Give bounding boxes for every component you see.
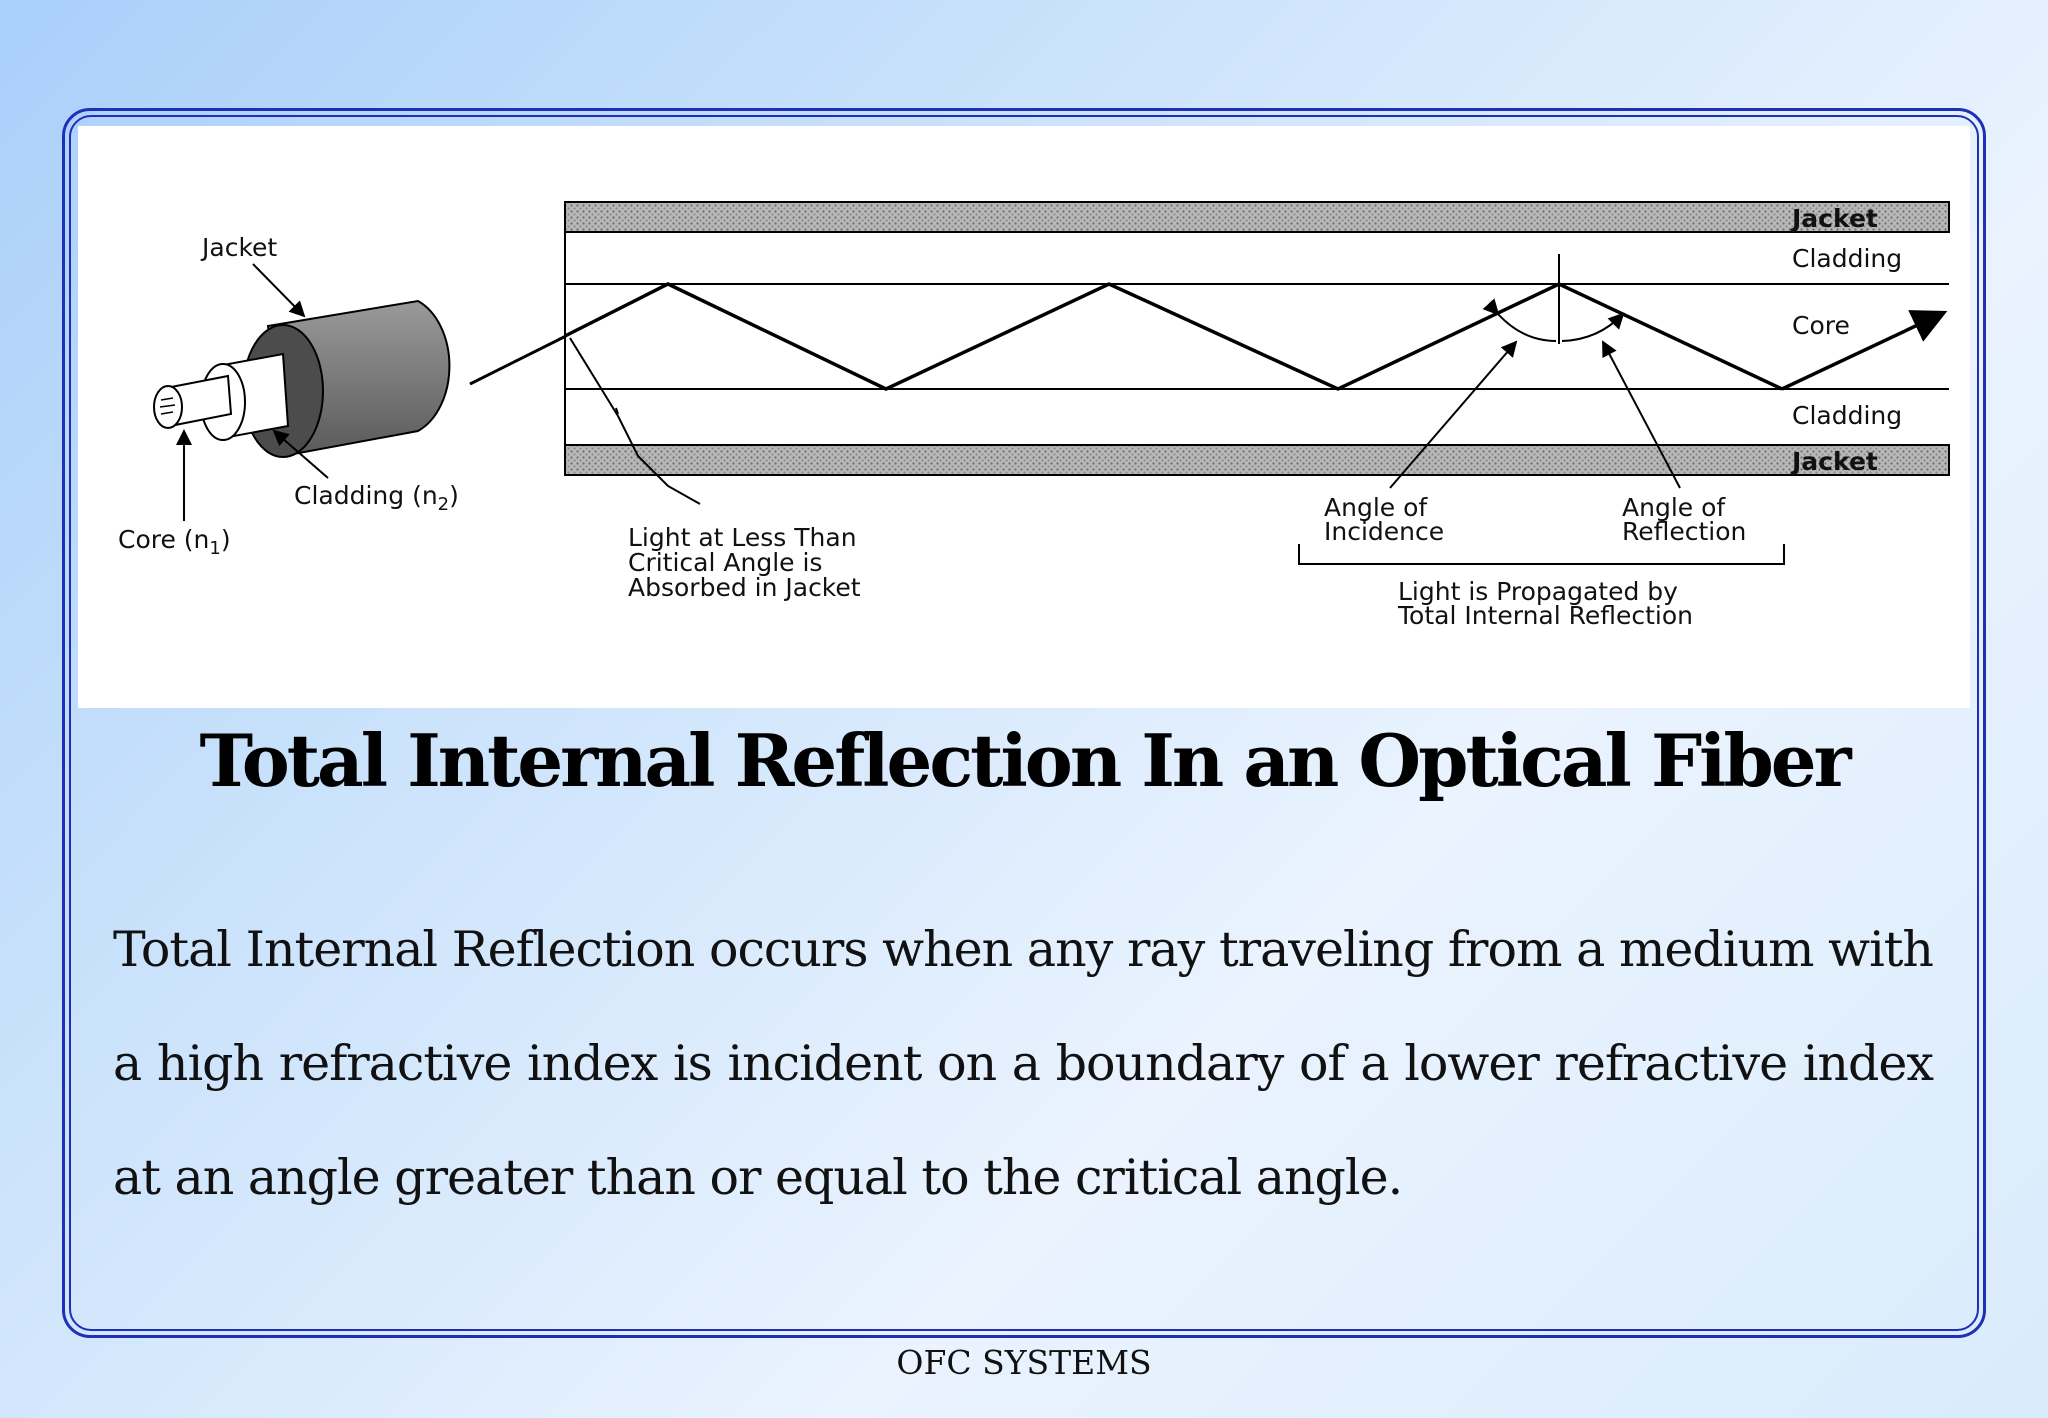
label-core-left: Core (n1) [118, 525, 231, 559]
label-propagated-2: Total Internal Reflection [1397, 601, 1693, 630]
label-angle-reflection-2: Reflection [1622, 517, 1746, 546]
jacket-bottom-band [564, 444, 1950, 476]
label-cladding-left: Cladding (n2) [294, 481, 459, 515]
footer-text: OFC SYSTEMS [896, 1343, 1152, 1382]
slide-frame-inner [69, 115, 1979, 1331]
label-jacket-left: Jacket [200, 233, 277, 262]
label-core-right: Core [1792, 311, 1850, 340]
label-cladding-top-right: Cladding [1792, 244, 1902, 273]
label-cladding-bottom-right: Cladding [1792, 401, 1902, 430]
label-light-absorbed-2: Critical Angle is [628, 548, 822, 577]
label-propagated-1: Light is Propagated by [1398, 577, 1678, 606]
slide-frame [62, 108, 1986, 1338]
label-angle-reflection-1: Angle of [1622, 493, 1726, 522]
body-paragraph: Total Internal Reflection occurs when an… [113, 921, 1934, 1206]
arc-incidence [1482, 298, 1557, 342]
fiber-diagram-svg: Jacket Core (n1) Cladding (n2) [118, 201, 1950, 630]
label-light-absorbed-1: Light at Less Than [628, 523, 857, 552]
fiber-cable-illustration [153, 299, 567, 458]
slide-title: Total Internal Reflection In an Optical … [199, 718, 1851, 803]
label-jacket-bottom-right: Jacket [1790, 447, 1878, 476]
light-ray-path [564, 282, 1783, 391]
fiber-cross-section [564, 201, 1950, 565]
label-light-absorbed-3: Absorbed in Jacket [628, 573, 861, 602]
label-jacket-top-right: Jacket [1790, 204, 1878, 233]
fiber-diagram: Jacket Core (n1) Cladding (n2) [78, 126, 1970, 708]
light-ray-exit-arrow [1781, 310, 1948, 391]
core-end [153, 385, 183, 429]
arc-reflection [1561, 312, 1625, 342]
label-angle-incidence-2: Incidence [1324, 517, 1444, 546]
propagation-bracket [1298, 544, 1785, 565]
label-angle-incidence-1: Angle of [1324, 493, 1428, 522]
jacket-top-band [564, 201, 1950, 233]
absorbed-ray [569, 337, 701, 505]
